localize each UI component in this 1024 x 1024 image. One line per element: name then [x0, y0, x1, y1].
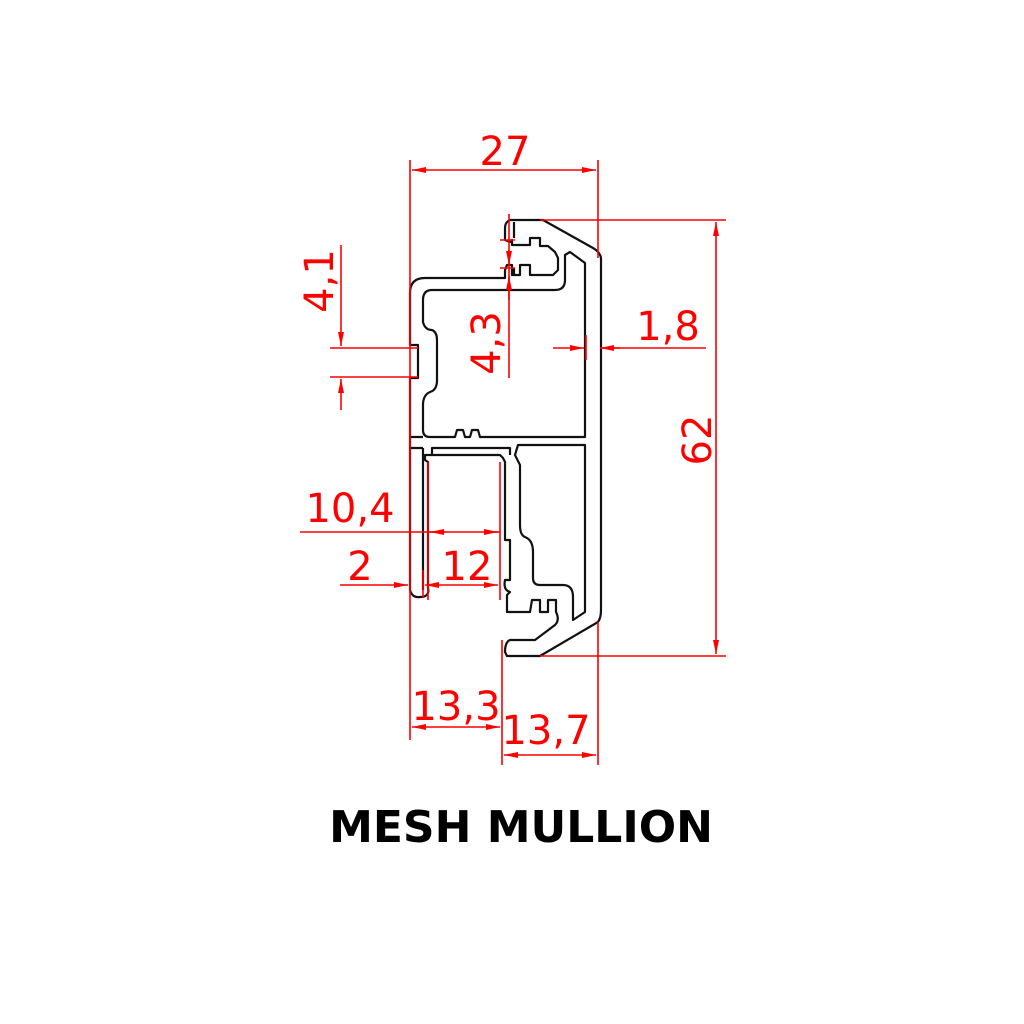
dim-label-4-1: 4,1	[297, 249, 343, 313]
dimension-right-section: 13,7	[501, 708, 596, 758]
dim-label-2: 2	[347, 544, 372, 590]
dimension-side-slot: 4,1	[297, 245, 418, 410]
dim-label-12: 12	[442, 544, 493, 590]
drawing-title: MESH MULLION	[329, 802, 713, 853]
dimension-left-section: 13,3	[411, 622, 599, 765]
dim-label-10-4: 10,4	[305, 486, 394, 532]
dimension-wall-thickness: 1,8	[553, 304, 706, 360]
dimension-top-slot: 4,3	[464, 214, 515, 378]
dimension-lip-and-channel: 2 12	[340, 544, 498, 598]
dim-label-27: 27	[480, 129, 531, 175]
dim-label-1-8: 1,8	[636, 304, 700, 350]
dim-label-4-3: 4,3	[464, 311, 510, 375]
dim-label-13-7: 13,7	[501, 708, 590, 754]
dimension-inner-width: 10,4	[300, 462, 501, 600]
profile-outline	[408, 218, 603, 658]
dimension-overall-height: 62	[540, 219, 726, 657]
dim-label-13-3: 13,3	[411, 684, 500, 730]
dim-label-62: 62	[675, 415, 721, 466]
dimension-overall-width: 27	[409, 129, 599, 740]
